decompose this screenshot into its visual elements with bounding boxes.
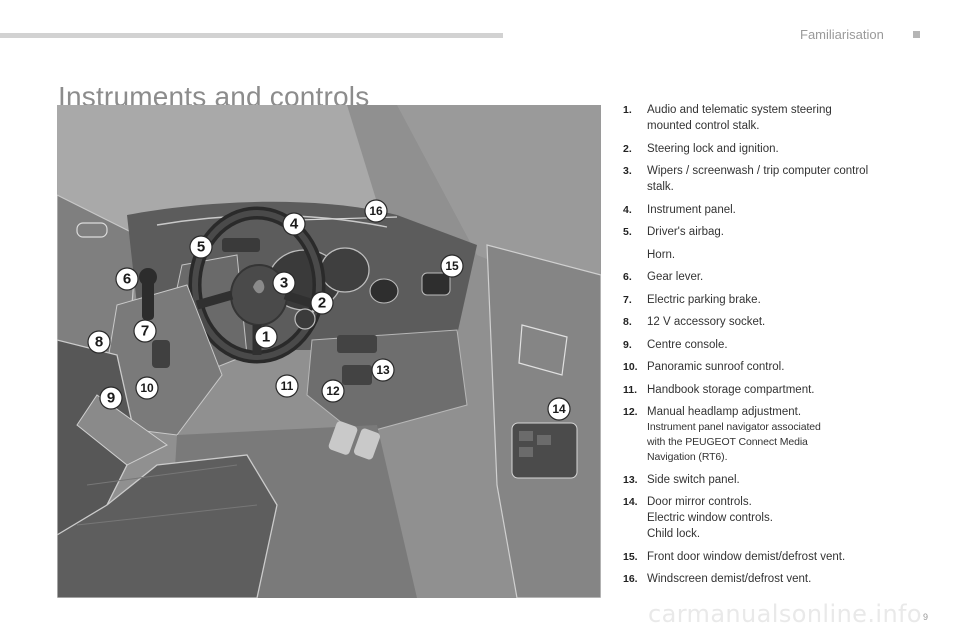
legend-item: 1. Audio and telematic system steering mou… [623, 102, 903, 134]
legend-text: Panoramic sunroof control. [647, 361, 785, 373]
legend-number: 13. [623, 473, 638, 486]
legend-text: Centre console. [647, 338, 728, 351]
legend-text: Side switch panel. [647, 473, 740, 486]
callout-10: 10 [140, 381, 154, 395]
callout-16: 16 [369, 204, 383, 218]
legend-number: 7. [623, 293, 632, 306]
legend-subtext: Navigation (RT6). [647, 451, 728, 463]
legend-subtext: with the PEUGEOT Connect Media [647, 436, 808, 448]
legend-item: 8. 12 V accessory socket. [623, 314, 903, 330]
legend-number: 10. [623, 361, 638, 373]
legend-text: Gear lever. [647, 271, 704, 283]
legend-number: 14. [623, 496, 638, 508]
legend-number: 15. [623, 550, 638, 563]
callout-badges [87, 199, 571, 421]
legend-number: 16. [623, 573, 638, 585]
legend-number: 6. [623, 271, 632, 283]
legend-text: Front door window demist/defrost vent. [647, 550, 846, 563]
legend-number: 8. [623, 316, 632, 328]
legend-item: 6. Gear lever. [623, 269, 903, 285]
callout-4: 4 [290, 216, 299, 233]
legend-text: Driver's airbag. [647, 226, 724, 238]
callout-2: 2 [318, 295, 326, 312]
legend-text: Audio and telematic system steering [647, 104, 832, 116]
legend-text: Handbook storage compartment. [647, 383, 815, 396]
callout-15: 15 [445, 259, 459, 273]
legend-number: 2. [623, 142, 632, 155]
legend-item: 4. Instrument panel. [623, 202, 903, 218]
legend-text: Electric window controls. [647, 512, 773, 524]
legend-number: 5. [623, 226, 632, 238]
legend-item: 7. Electric parking brake. [623, 292, 903, 308]
page-number: 9 [922, 612, 928, 622]
legend-text: Child lock. [647, 528, 701, 540]
legend-number: 9. [623, 338, 632, 351]
callout-9: 9 [107, 390, 115, 407]
legend-text: Electric parking brake. [647, 293, 761, 306]
legend-text: stalk. [647, 181, 674, 193]
legend-text: Instrument panel. [647, 203, 736, 216]
legend-text: Horn. [647, 248, 676, 261]
legend-item: 13. Side switch panel. [623, 472, 903, 488]
legend-item: 5. Driver's airbag. [623, 224, 903, 240]
callout-3: 3 [280, 275, 288, 292]
dashboard-illustration: 1 2 3 4 5 6 7 8 9 10 11 12 13 14 15 16 [57, 105, 601, 598]
legend-item: 12. Manual headlamp adjustment. Instrument… [623, 404, 903, 465]
callout-7: 7 [141, 323, 149, 340]
legend-item: 3. Wipers / screenwash / trip computer co… [623, 163, 903, 195]
callout-13: 13 [376, 363, 390, 377]
legend-item: 9. Centre console. [623, 337, 903, 353]
callout-14: 14 [552, 402, 566, 416]
legend-text: Manual headlamp adjustment. [647, 406, 802, 418]
legend-item: 2. Steering lock and ignition. [623, 141, 903, 157]
legend-number: 3. [623, 165, 632, 177]
controls-legend: 1. Audio and telematic system steering mou… [623, 102, 903, 594]
callout-6: 6 [123, 271, 131, 288]
legend-text: Wipers / screenwash / trip computer cont… [647, 165, 869, 177]
legend-text: Windscreen demist/defrost vent. [647, 573, 812, 585]
legend-item: 14. Door mirror controls. Electric window … [623, 494, 903, 542]
legend-text: Door mirror controls. [647, 496, 752, 508]
legend-item: 15. Front door window demist/defrost vent… [623, 549, 903, 565]
legend-subtext: Instrument panel navigator associated [647, 421, 821, 433]
section-marker [913, 31, 920, 38]
legend-number: 11. [623, 383, 638, 396]
legend-item: Horn. [623, 247, 903, 263]
legend-item: 16. Windscreen demist/defrost vent. [623, 571, 903, 587]
legend-text: Steering lock and ignition. [647, 142, 779, 155]
callout-5: 5 [197, 239, 205, 256]
header-rule [0, 33, 503, 38]
legend-text: 12 V accessory socket. [647, 316, 766, 328]
legend-number [623, 247, 647, 263]
legend-text: mounted control stalk. [647, 120, 760, 132]
callout-11: 11 [281, 379, 294, 393]
section-label: Familiarisation [800, 27, 884, 42]
legend-number: 4. [623, 203, 632, 216]
legend-number: 1. [623, 104, 632, 116]
callout-1: 1 [262, 329, 270, 346]
callout-8: 8 [95, 334, 103, 351]
callout-12: 12 [326, 384, 340, 398]
legend-number: 12. [623, 406, 638, 418]
watermark: carmanualsonline.info [648, 600, 922, 628]
legend-item: 10. Panoramic sunroof control. [623, 359, 903, 375]
legend-item: 11. Handbook storage compartment. [623, 382, 903, 398]
